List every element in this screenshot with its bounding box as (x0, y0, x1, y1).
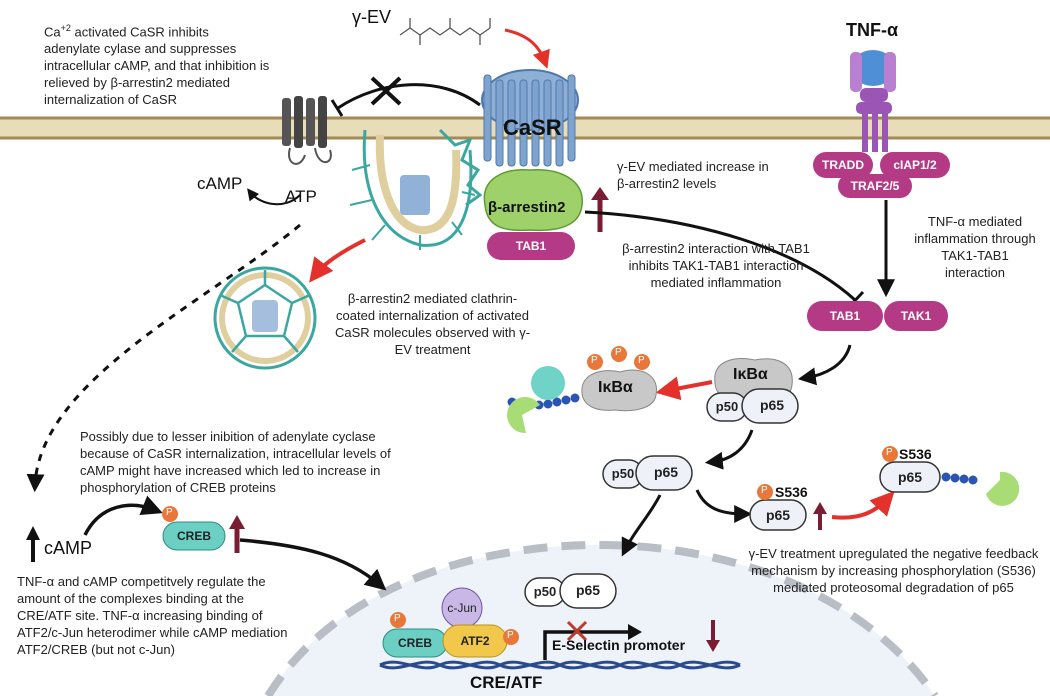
phosphorylated-ikba (581, 346, 657, 412)
creb-label-cytoplasm: CREB (176, 529, 211, 543)
tnf-adaptor-complex (813, 152, 950, 198)
ubiquitin-chain-right (941, 472, 978, 485)
phospho-p-6: P (166, 507, 173, 518)
s536-label-2: S536 (899, 446, 932, 462)
increase-arrow-barrestin (591, 187, 609, 232)
cre-atf-label: CRE/ATF (470, 673, 543, 692)
annotation-gamma-increase: γ-EV mediated increase in β-arrestin2 le… (617, 159, 769, 191)
camp-bottom-label: cAMP (44, 538, 93, 558)
clathrin-lattice-icon (438, 128, 483, 207)
traf-label: TRAF2/5 (850, 179, 900, 193)
casr-label: CaSR (503, 115, 562, 140)
creb-phospho (162, 506, 226, 551)
internalization-arrow (309, 238, 366, 283)
cjun-label: c-Jun (447, 601, 477, 615)
increase-arrow-p65 (813, 502, 827, 530)
transcription-factor-complex (382, 587, 519, 658)
nfkb-nuclear-translocation-arrow (621, 494, 662, 557)
p65-label-complex: p65 (759, 397, 785, 413)
beta-arrestin2-label: β-arrestin2 (488, 199, 566, 216)
proteasome-icon-right (986, 471, 1020, 506)
ikba-label: IκBα (733, 366, 768, 383)
p65-phosphorylation-arrow (695, 489, 753, 523)
annotation-ca-casr: Ca+2 activated CaSR inhibits adenylate c… (44, 23, 270, 108)
decrease-arrow-eselectin (706, 620, 720, 652)
tnf-receptor-icon (850, 50, 896, 152)
tab1-tak1-complex (807, 301, 948, 331)
tab1-label-barrestin: TAB1 (515, 239, 547, 253)
p65-label-free: p65 (653, 464, 679, 480)
phospho-p-8: P (507, 630, 514, 641)
beta-arrestin2-protein (483, 169, 583, 260)
increase-arrow-creb (229, 515, 245, 553)
annotation-internalization: β-arrestin2 mediated clathrin-coated int… (334, 291, 531, 357)
phospho-p65 (749, 484, 807, 531)
annotation-barrestin-tab1: β-arrestin2 interaction with TAB1 inhibi… (622, 241, 810, 290)
eselectin-label: E-Selectin promoter (552, 637, 686, 653)
gamma-ev-to-casr-arrow (504, 28, 550, 69)
tak1-to-ikba-arrow (797, 344, 852, 386)
phospho-p-1: P (591, 355, 598, 366)
ikba-nfkb-complex (706, 358, 799, 424)
atp-label: ATP (285, 187, 317, 206)
gamma-ev-molecule-icon (399, 18, 491, 45)
tak1-label: TAK1 (900, 309, 932, 323)
nucleus (264, 540, 939, 696)
camp-top-label: cAMP (197, 174, 243, 193)
phospho-p-4: P (761, 485, 768, 496)
creb-label-nuclear: CREB (397, 636, 432, 650)
ubiquitinated-p65 (879, 446, 941, 493)
p50-label-free: p50 (611, 466, 635, 481)
creb-to-nucleus-arrow (239, 538, 387, 591)
tradd-label: TRADD (822, 158, 864, 172)
p65-label-ubiquitinated: p65 (897, 469, 923, 485)
dna-helix (379, 660, 741, 670)
camp-increase-arrow (26, 526, 40, 562)
p65-degradation-arrow (831, 490, 895, 520)
promoter-arrow (543, 620, 642, 660)
nuclear-nfkb (524, 573, 617, 609)
casr-inhibits-cyclase (330, 76, 481, 117)
annotation-possibly: Possibly due to lesser inibition of aden… (80, 429, 391, 495)
phospho-p-2: P (615, 347, 622, 358)
casr-receptor-icon (481, 69, 579, 167)
ikba-phospho-label: IκBα (598, 379, 633, 396)
phospho-p-7: P (394, 613, 401, 624)
ikba-degradation-arrow (655, 376, 713, 401)
annotation-negative-feedback: γ-EV treatment upregulated the negative … (748, 546, 1039, 595)
phospho-p-5: P (886, 447, 893, 458)
camp-to-creb-arrow (83, 495, 163, 536)
p65-label-phospho: p65 (765, 507, 791, 523)
annotation-competitive: TNF-α and cAMP competitvely regulate the… (17, 574, 288, 657)
adenylate-cyclase-icon (282, 96, 332, 165)
annotation-tnf-inflammation: TNF-α mediated inflammation through TAK1… (914, 214, 1036, 280)
camp-dashed-arrow (26, 223, 301, 493)
atp-to-camp-arrow (247, 188, 301, 206)
s536-label-1: S536 (775, 484, 808, 500)
phospho-p-3: P (638, 355, 645, 366)
clathrin-vesicle-icon (349, 129, 476, 250)
gamma-ev-label: γ-EV (352, 7, 392, 27)
proteasome-icon-left (507, 366, 565, 434)
p50-label-nuclear: p50 (533, 584, 557, 599)
p50-label-complex: p50 (715, 399, 739, 414)
release-nfkb-arrow (704, 429, 754, 470)
tab1-label: TAB1 (829, 309, 861, 323)
clathrin-cage-icon (213, 266, 317, 370)
free-nfkb (602, 455, 693, 491)
p65-label-nuclear: p65 (575, 582, 601, 598)
ciap-label: cIAP1/2 (893, 158, 937, 172)
tnf-alpha-label: TNF-α (846, 20, 899, 40)
atf2-label: ATF2 (460, 634, 490, 648)
